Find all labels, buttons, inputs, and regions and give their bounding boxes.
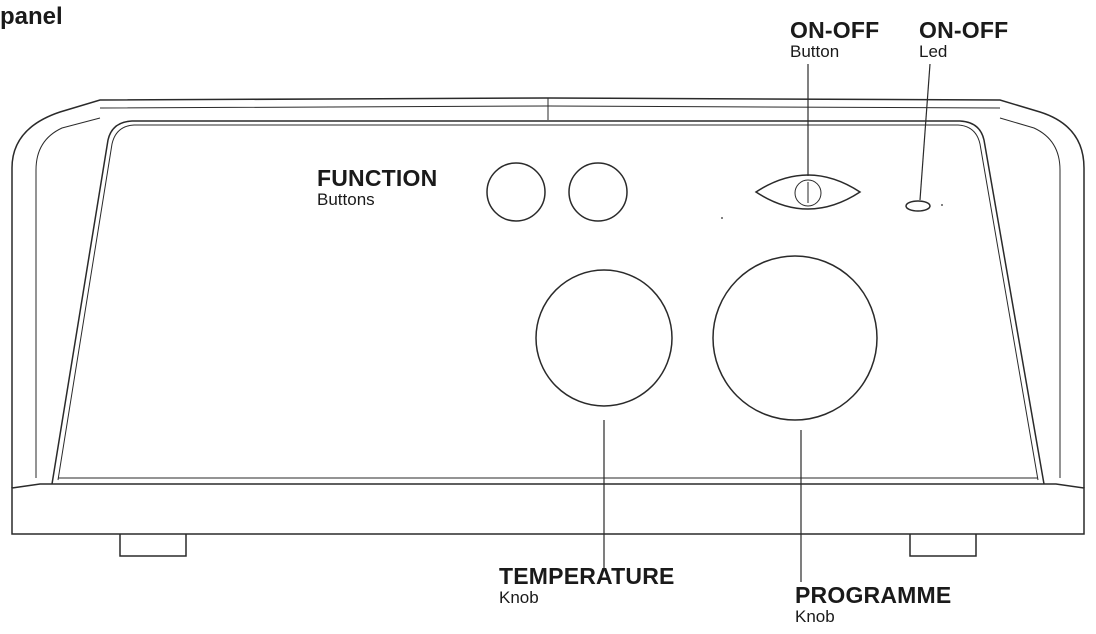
label-function-buttons: FUNCTION Buttons [317, 165, 438, 209]
on-off-led [905, 200, 931, 212]
label-temperature-knob: TEMPERATURE Knob [499, 563, 675, 607]
temperature-knob-subtitle: Knob [499, 588, 539, 607]
function-button-1 [486, 162, 546, 222]
on-off-led-subtitle: Led [919, 42, 948, 61]
front-panel-face [51, 120, 1045, 485]
function-buttons-subtitle: Buttons [317, 190, 375, 209]
page-heading: panel [0, 3, 63, 30]
programme-knob-title: PROGRAMME [795, 582, 952, 608]
led-dot [941, 204, 943, 206]
left-side-contour [35, 117, 101, 478]
function-button-2 [568, 162, 628, 222]
function-buttons-title: FUNCTION [317, 165, 438, 191]
temperature-knob-title: TEMPERATURE [499, 563, 675, 589]
base-plinth [11, 483, 1085, 535]
front-panel-inner-edge [57, 124, 1039, 481]
temperature-knob [535, 269, 673, 407]
label-programme-knob: PROGRAMME Knob [795, 582, 952, 626]
power-icon [794, 179, 822, 207]
right-side-contour [999, 117, 1061, 478]
programme-knob-subtitle: Knob [795, 607, 835, 626]
right-foot [909, 534, 977, 557]
on-off-button-subtitle: Button [790, 42, 840, 61]
label-on-off-led: ON-OFF Led [919, 17, 1009, 61]
small-dot [721, 217, 723, 219]
left-foot [119, 534, 187, 557]
on-off-led-title: ON-OFF [919, 17, 1009, 43]
label-on-off-button: ON-OFF Button [790, 17, 880, 61]
on-off-button-title: ON-OFF [790, 17, 880, 43]
programme-knob [712, 255, 878, 421]
panel-top-edge [99, 105, 1001, 109]
leader-on-off-led [919, 63, 931, 201]
